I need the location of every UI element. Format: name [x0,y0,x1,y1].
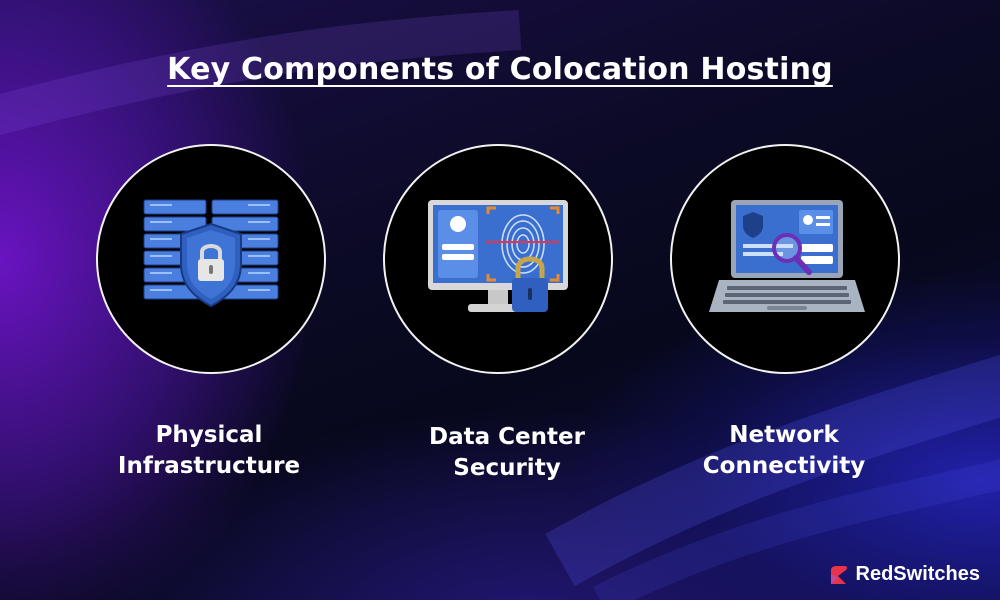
laptop-shield-magnifier-icon [709,200,865,312]
brand-logo: RedSwitches [828,563,980,586]
data-center-security-circle [383,144,613,374]
server-rack-lock-icon [143,199,279,308]
card-label-physical-infrastructure: Physical Infrastructure [117,422,301,479]
card-label-network-connectivity: Network Connectivity [702,422,866,479]
monitor-fingerprint-lock-icon [428,200,568,312]
brand-name: RedSwitches [855,563,980,585]
page-title: Key Components of Colocation Hosting [167,52,833,87]
network-connectivity-circle [670,144,900,374]
card-label-data-center-security: Data Center Security [429,424,585,481]
redswitches-logo-icon [830,565,847,584]
physical-infrastructure-circle [96,144,326,374]
